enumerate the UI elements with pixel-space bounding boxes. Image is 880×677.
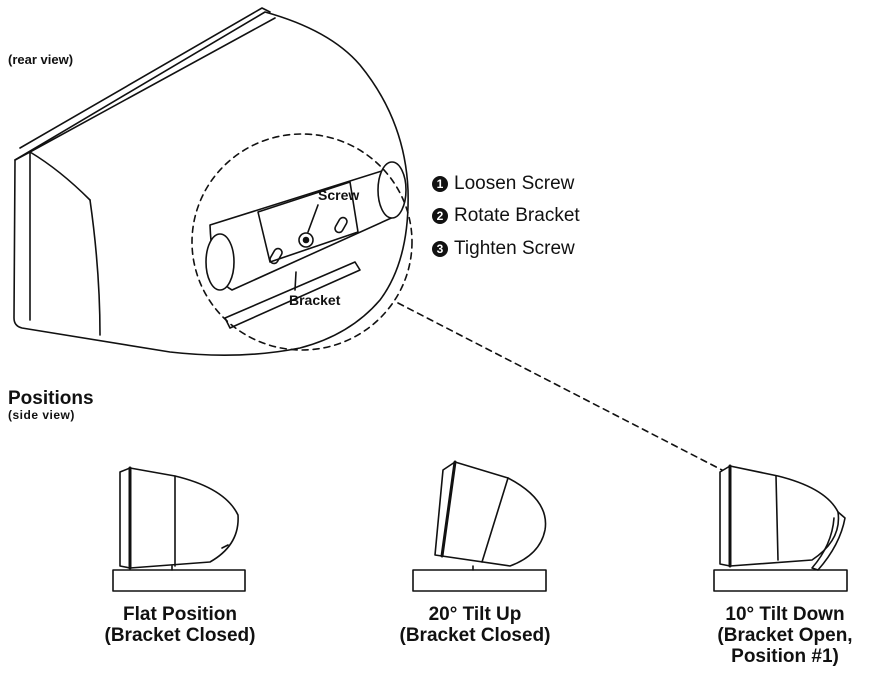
positions-title: Positions	[8, 388, 94, 409]
flat-position-speaker	[112, 466, 246, 592]
flat-foot	[171, 544, 229, 571]
rear-speaker-top-edge	[19, 7, 271, 149]
tilt-down-speaker	[713, 464, 848, 592]
step-1: 1 Loosen Screw	[432, 173, 574, 195]
step-1-text: Loosen Screw	[454, 173, 575, 194]
step-3-text: Tighten Screw	[454, 238, 575, 259]
bracket-end-left	[205, 233, 235, 291]
tilt-down-bracket-arm	[811, 511, 846, 571]
positions-subtitle: (side view)	[8, 408, 75, 422]
tilt-up-speaker	[412, 460, 547, 592]
tilt-up-front	[440, 460, 457, 558]
bracket-slot-left	[269, 247, 283, 265]
detail-leader-line	[397, 302, 723, 471]
rear-view-speaker	[13, 7, 409, 356]
caption-flat-line1: Flat Position	[123, 604, 237, 625]
bracket-pointer	[294, 271, 297, 291]
tilt-up-seam	[481, 477, 509, 563]
step-2-text: Rotate Bracket	[454, 205, 580, 226]
flat-body	[119, 467, 239, 569]
rear-speaker-seam	[89, 199, 101, 336]
rear-view-label: (rear view)	[8, 52, 74, 67]
step-3: 3 Tighten Screw	[432, 238, 575, 260]
screw-pointer	[307, 204, 319, 233]
step-2-number: 2	[432, 208, 448, 224]
caption-tilt-up: 20° Tilt Up (Bracket Closed)	[390, 604, 560, 646]
tilt-down-seam	[775, 475, 779, 561]
rear-speaker-side-line	[29, 151, 91, 201]
caption-tilt-down-line2: (Bracket Open,	[717, 625, 853, 646]
caption-tilt-down-line1: 10° Tilt Down	[725, 604, 845, 625]
caption-flat: Flat Position (Bracket Closed)	[95, 604, 265, 646]
tilt-down-base	[713, 569, 848, 592]
caption-tilt-down-line3: Position #1)	[731, 646, 839, 667]
bracket-label: Bracket	[289, 292, 341, 308]
screw-center	[302, 236, 310, 244]
tilt-up-body	[434, 461, 547, 567]
bracket-slot-right	[334, 216, 348, 234]
flat-base	[112, 569, 246, 592]
bracket-lower-plate	[224, 261, 361, 329]
tilt-down-body	[719, 465, 840, 567]
screw-label: Screw	[318, 187, 360, 203]
bracket-end-right	[377, 161, 407, 219]
step-3-number: 3	[432, 241, 448, 257]
step-1-number: 1	[432, 176, 448, 192]
caption-tilt-down: 10° Tilt Down (Bracket Open, Position #1…	[700, 604, 870, 667]
step-2: 2 Rotate Bracket	[432, 205, 580, 227]
caption-tilt-up-line1: 20° Tilt Up	[428, 604, 522, 625]
detail-circle	[191, 133, 413, 351]
bracket-plate	[257, 181, 359, 263]
tilt-up-base	[412, 569, 547, 592]
rear-speaker-bezel	[14, 17, 276, 161]
rear-speaker-outline	[13, 11, 409, 356]
caption-flat-line2: (Bracket Closed)	[104, 625, 256, 646]
caption-tilt-up-line2: (Bracket Closed)	[399, 625, 551, 646]
